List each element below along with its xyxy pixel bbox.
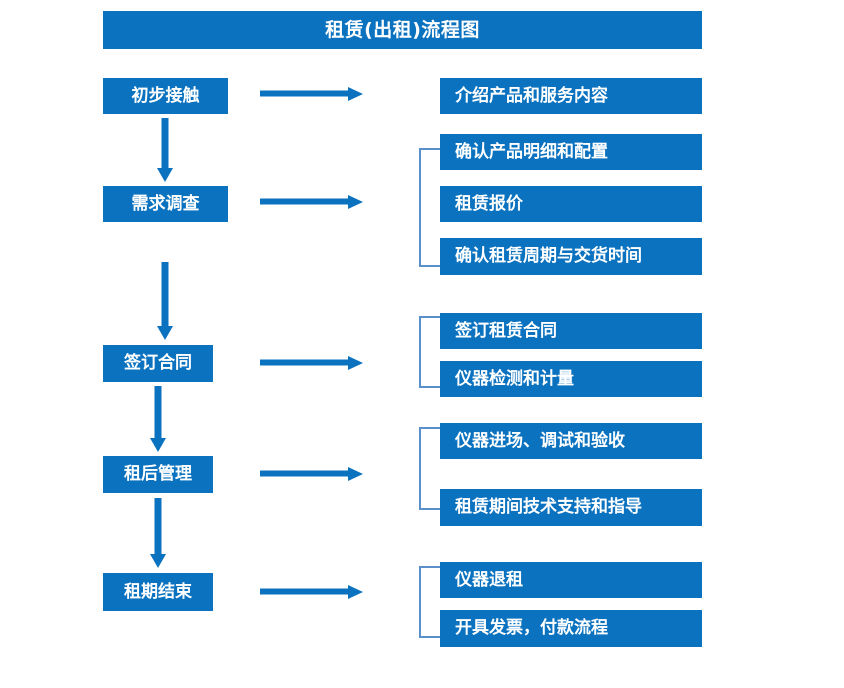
group-bracket-5 <box>418 566 442 638</box>
detail-box-4-label: 确认租赁周期与交货时间 <box>455 246 642 266</box>
detail-box-10-label: 开具发票，付款流程 <box>455 618 608 638</box>
detail-box-9[interactable]: 仪器退租 <box>440 562 702 598</box>
stage-box-3[interactable]: 签订合同 <box>103 345 213 382</box>
detail-box-5-label: 签订租赁合同 <box>455 320 557 341</box>
stage-box-5-label: 租期结束 <box>124 581 192 602</box>
detail-box-3-label: 租赁报价 <box>455 193 523 214</box>
vertical-arrow-4 <box>147 498 169 570</box>
vertical-arrow-2 <box>154 262 176 342</box>
group-bracket-3 <box>418 316 442 388</box>
detail-box-3[interactable]: 租赁报价 <box>440 186 702 222</box>
detail-box-6[interactable]: 仪器检测和计量 <box>440 361 702 397</box>
stage-box-2-label: 需求调查 <box>131 193 200 214</box>
vertical-arrow-1 <box>154 118 176 184</box>
detail-box-4[interactable]: 确认租赁周期与交货时间 <box>440 238 702 275</box>
stage-box-2[interactable]: 需求调查 <box>103 186 228 222</box>
detail-box-10[interactable]: 开具发票，付款流程 <box>440 610 702 647</box>
diagram-title: 租赁(出租)流程图 <box>325 18 480 41</box>
detail-box-1-label: 介绍产品和服务内容 <box>455 85 608 106</box>
stage-box-5[interactable]: 租期结束 <box>103 573 213 611</box>
stage-box-4-label: 租后管理 <box>124 464 192 484</box>
diagram-title-bar: 租赁(出租)流程图 <box>103 11 702 49</box>
detail-box-9-label: 仪器退租 <box>455 569 523 590</box>
detail-box-2-label: 确认产品明细和配置 <box>455 141 608 162</box>
horizontal-arrow-5 <box>260 582 365 602</box>
detail-box-6-label: 仪器检测和计量 <box>455 368 574 389</box>
detail-box-1[interactable]: 介绍产品和服务内容 <box>440 78 702 114</box>
vertical-arrow-3 <box>147 386 169 454</box>
horizontal-arrow-2 <box>260 192 365 212</box>
stage-box-1-label: 初步接触 <box>131 85 200 106</box>
stage-box-1[interactable]: 初步接触 <box>103 78 228 114</box>
horizontal-arrow-4 <box>260 464 365 484</box>
horizontal-arrow-3 <box>260 353 365 373</box>
detail-box-8[interactable]: 租赁期间技术支持和指导 <box>440 489 702 526</box>
group-bracket-4 <box>418 427 442 510</box>
detail-box-7-label: 仪器进场、调试和验收 <box>455 430 625 451</box>
stage-box-4[interactable]: 租后管理 <box>103 456 213 493</box>
detail-box-5[interactable]: 签订租赁合同 <box>440 313 702 349</box>
detail-box-8-label: 租赁期间技术支持和指导 <box>455 497 642 517</box>
stage-box-3-label: 签订合同 <box>124 353 192 373</box>
detail-box-2[interactable]: 确认产品明细和配置 <box>440 134 702 170</box>
detail-box-7[interactable]: 仪器进场、调试和验收 <box>440 423 702 459</box>
group-bracket-2 <box>418 148 442 267</box>
horizontal-arrow-1 <box>260 84 365 104</box>
